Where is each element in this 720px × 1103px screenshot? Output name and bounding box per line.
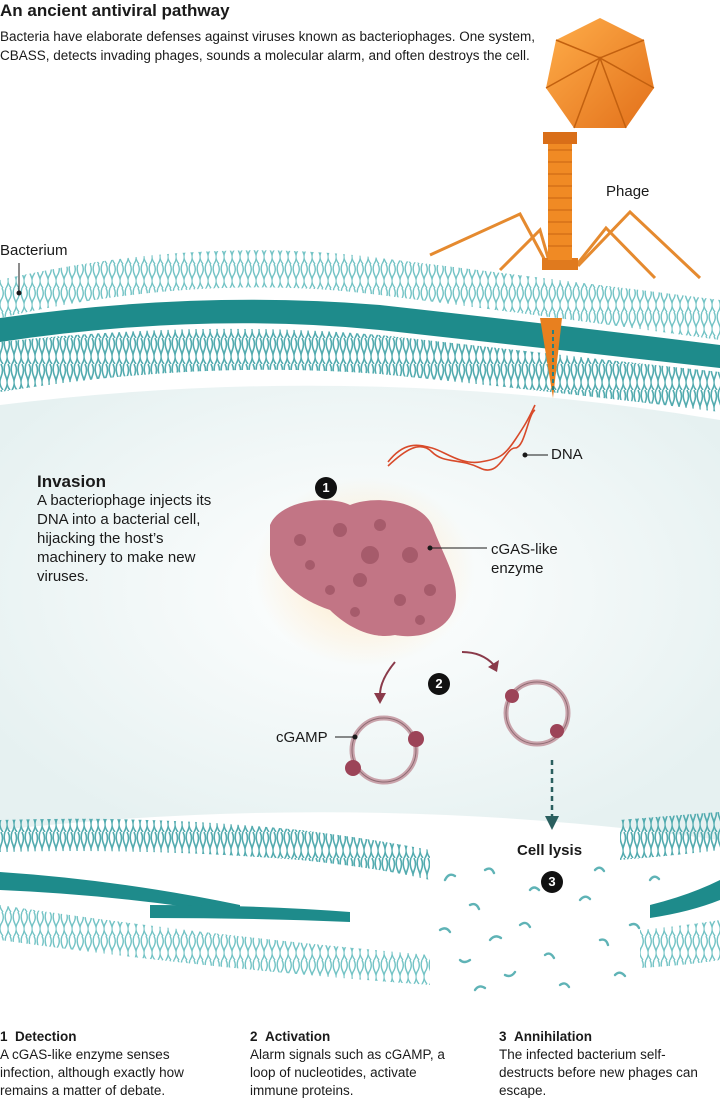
leader-lines: [16, 263, 548, 740]
cgamp-ring-right: [503, 679, 571, 747]
cgamp-ring-left: [345, 715, 424, 785]
step-title: 2 Activation: [250, 1029, 331, 1044]
enzyme-label: cGAS-like enzyme: [491, 541, 558, 577]
step-text: A cGAS-like enzyme senses infection, alt…: [0, 1047, 184, 1098]
lower-membrane: [0, 812, 720, 985]
step-text: Alarm signals such as cGAMP, a loop of n…: [250, 1047, 445, 1098]
step-detection: 1 Detection A cGAS-like enzyme senses in…: [0, 1028, 215, 1100]
lysis-debris: [438, 866, 661, 992]
bacterium-label: Bacterium: [0, 242, 68, 259]
marker-2: 2: [428, 673, 450, 695]
cgas-enzyme: [270, 500, 456, 637]
upper-membrane: [0, 250, 720, 412]
cgamp-label: cGAMP: [276, 729, 328, 746]
step-activation: 2 Activation Alarm signals such as cGAMP…: [250, 1028, 465, 1100]
step-annihilation: 3 Annihilation The infected bacterium se…: [499, 1028, 714, 1100]
step-title: 3 Annihilation: [499, 1029, 593, 1044]
phage-illustration: [429, 18, 702, 398]
step-title: 1 Detection: [0, 1029, 77, 1044]
intro-text: Bacteria have elaborate defenses against…: [0, 29, 536, 63]
marker-1: 1: [315, 477, 337, 499]
page-title: An ancient antiviral pathway: [0, 1, 230, 20]
invasion-title: Invasion: [37, 472, 106, 491]
invasion-text: A bacteriophage injects its DNA into a b…: [37, 492, 212, 585]
marker-3: 3: [541, 871, 563, 893]
dna-strand: [387, 404, 536, 471]
cell-lysis-label: Cell lysis: [517, 842, 583, 859]
step-text: The infected bacterium self-destructs be…: [499, 1047, 698, 1098]
activation-arrows: [374, 651, 499, 704]
lysis-arrow: [545, 760, 559, 830]
phage-label: Phage: [606, 183, 650, 200]
dna-label: DNA: [551, 446, 583, 463]
